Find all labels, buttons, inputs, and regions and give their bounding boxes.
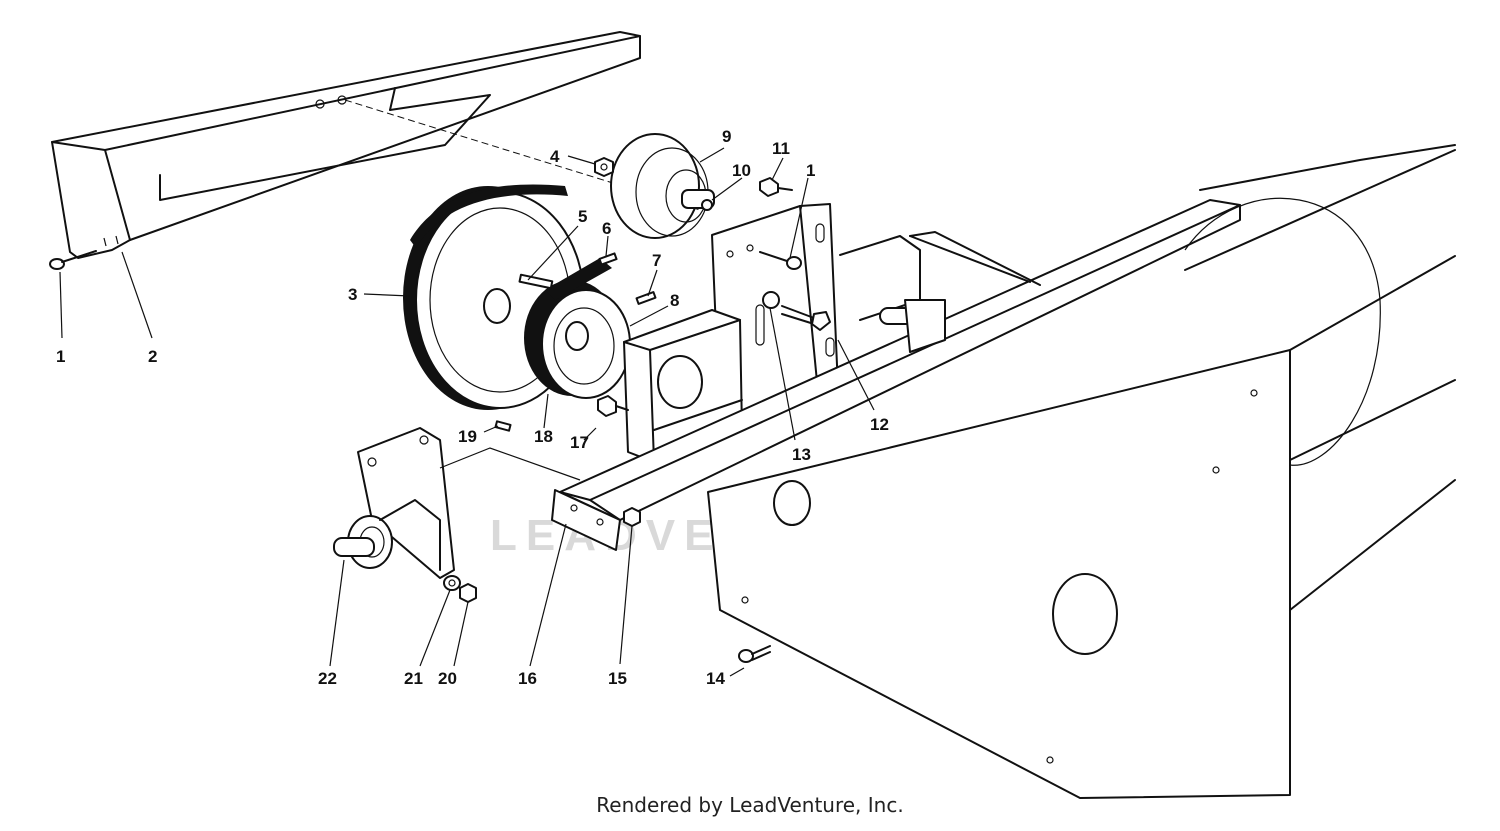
idler-pulley: [610, 133, 715, 239]
pin-6: [598, 252, 618, 266]
footer-credit: Rendered by LeadVenture, Inc.: [596, 793, 904, 817]
callout-16: 16: [518, 669, 537, 688]
end-plate-16: [551, 489, 621, 551]
callout-18: 18: [534, 427, 553, 446]
callout-19: 19: [458, 427, 477, 446]
callout-2: 2: [148, 347, 157, 366]
callout-15: 15: [608, 669, 627, 688]
bolt-17: [597, 395, 629, 417]
callouts: 1 2 3 4 5 6 7 8 9 10 11 1 12 13 14 15 16…: [56, 127, 889, 688]
callout-17: 17: [570, 433, 589, 452]
callout-5: 5: [578, 207, 587, 226]
callout-3: 3: [348, 285, 357, 304]
callout-14: 14: [706, 669, 725, 688]
bolt-12: [762, 291, 831, 331]
nut-15: [623, 507, 641, 527]
callout-13: 13: [792, 445, 811, 464]
setscrew-19: [494, 420, 512, 432]
callout-22: 22: [318, 669, 337, 688]
gearbox: [333, 427, 455, 579]
leader-lines: [121, 147, 875, 677]
callout-6: 6: [602, 219, 611, 238]
nut-4: [594, 157, 614, 177]
drive-pulley: [524, 258, 631, 399]
callout-8: 8: [670, 291, 679, 310]
callout-21: 21: [404, 669, 423, 688]
washer-21: [443, 575, 461, 591]
housing-panel: [707, 144, 1456, 799]
callout-9: 9: [722, 127, 731, 146]
key-5: [518, 273, 554, 290]
belt-cover: [51, 31, 641, 259]
callout-7: 7: [652, 251, 661, 270]
bolt-11: [759, 177, 793, 197]
pin-7: [635, 291, 657, 305]
screw-1-left: [49, 250, 97, 339]
callout-4: 4: [550, 147, 560, 166]
carriage-bolt-14: [738, 645, 771, 663]
callout-1-right: 1: [806, 161, 815, 180]
nut-20: [459, 583, 477, 603]
callout-11: 11: [772, 139, 790, 158]
callout-20: 20: [438, 669, 457, 688]
callout-1-left: 1: [56, 347, 65, 366]
callout-10: 10: [732, 161, 751, 180]
callout-12: 12: [870, 415, 889, 434]
screw-1-right: [759, 251, 802, 270]
